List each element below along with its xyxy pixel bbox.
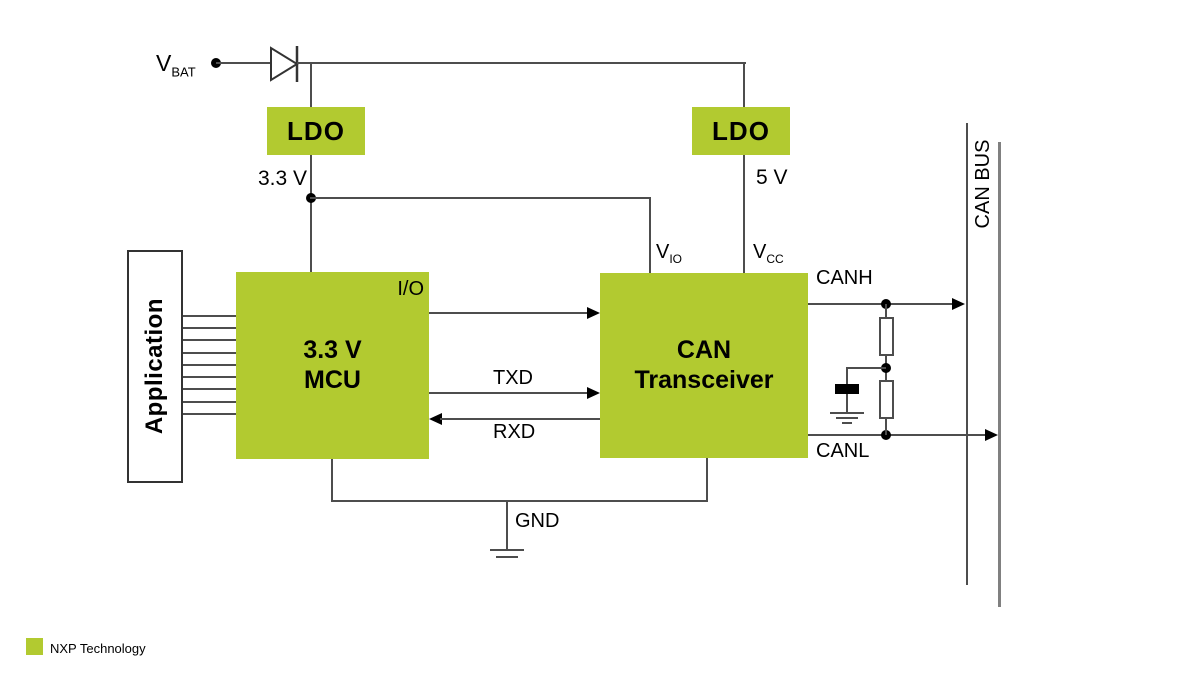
termination-resistor-2 xyxy=(879,380,894,419)
legend-label: NXP Technology xyxy=(50,641,146,656)
can-bus-line-high xyxy=(966,123,968,585)
vbat-label-main: V xyxy=(156,50,172,76)
wire-txd xyxy=(429,392,589,394)
wire-cap-to-gnd xyxy=(846,394,848,412)
wire-mcu-gnd xyxy=(331,459,333,502)
wire-gnd-drop xyxy=(506,501,508,550)
wire-gnd-bus xyxy=(331,500,708,502)
app-mcu-line xyxy=(183,339,236,341)
wire-branch-ldo1 xyxy=(310,63,312,107)
wire-io xyxy=(429,312,589,314)
app-mcu-line xyxy=(183,315,236,317)
rxd-label: RXD xyxy=(493,421,536,443)
app-mcu-line xyxy=(183,376,236,378)
vcc-label: VCC xyxy=(753,241,784,266)
split-node-dot xyxy=(881,363,891,373)
vbat-label: VBAT xyxy=(156,50,196,80)
canl-node-dot xyxy=(881,430,891,440)
gnd-label: GND xyxy=(515,510,560,532)
application-block: Application xyxy=(127,250,183,483)
app-mcu-line xyxy=(183,327,236,329)
ground-icon xyxy=(490,549,524,551)
wire-ldo2-to-transceiver xyxy=(743,155,745,273)
diode-icon xyxy=(270,46,299,82)
wire-rxd xyxy=(440,418,600,420)
ldo2-label: LDO xyxy=(712,115,770,146)
rail-33-label: 3.3 V xyxy=(258,167,308,190)
wire-canl xyxy=(808,434,987,436)
legend-swatch xyxy=(26,638,43,655)
ldo1-block: LDO xyxy=(267,107,365,155)
wire-rail-33 xyxy=(310,197,651,199)
app-mcu-line xyxy=(183,352,236,354)
vbat-label-sub: BAT xyxy=(171,64,196,80)
app-mcu-line xyxy=(183,413,236,415)
wire-res1-top xyxy=(885,304,887,317)
vio-label-sub: IO xyxy=(669,252,683,266)
can-transceiver-block: CAN Transceiver xyxy=(600,273,808,458)
wire-vio-drop xyxy=(649,197,651,273)
can-bus-label: CAN BUS xyxy=(972,139,994,229)
canl-arrowhead xyxy=(985,429,998,441)
app-mcu-line xyxy=(183,364,236,366)
canh-label: CANH xyxy=(816,267,873,289)
ldo2-block: LDO xyxy=(692,107,790,155)
transceiver-label-line1: CAN xyxy=(676,336,732,364)
ldo1-label: LDO xyxy=(287,115,345,146)
wire-vbat-to-diode xyxy=(216,62,271,64)
app-mcu-line xyxy=(183,388,236,390)
vio-label-main: V xyxy=(656,241,670,263)
application-label: Application xyxy=(141,298,168,435)
wire-transceiver-gnd xyxy=(706,458,708,501)
txd-label: TXD xyxy=(493,367,533,389)
ground-icon xyxy=(496,556,518,558)
wire-cap-branch-v xyxy=(846,367,848,384)
io-arrowhead xyxy=(587,307,600,319)
cap-ground-icon xyxy=(836,417,858,419)
wire-diode-to-ldo2 xyxy=(297,62,746,64)
canl-label: CANL xyxy=(816,440,870,462)
wire-ldo1-to-mcu xyxy=(310,155,312,272)
can-bus-line-low xyxy=(998,142,1001,607)
cap-ground-icon xyxy=(842,422,852,424)
app-mcu-line xyxy=(183,401,236,403)
split-capacitor xyxy=(835,384,859,394)
io-pin-label: I/O xyxy=(397,278,424,300)
mcu-label-line2: MCU xyxy=(304,365,361,394)
txd-arrowhead xyxy=(587,387,600,399)
mcu-block: 3.3 V MCU I/O xyxy=(236,272,429,459)
wire-branch-ldo2 xyxy=(743,63,745,107)
rail-5-label: 5 V xyxy=(756,166,788,189)
wire-cap-branch-h xyxy=(846,367,886,369)
termination-resistor-1 xyxy=(879,317,894,356)
mcu-label-line1: 3.3 V xyxy=(303,336,362,364)
rxd-arrowhead xyxy=(429,413,442,425)
wire-res2-bottom xyxy=(885,419,887,435)
vcc-label-main: V xyxy=(753,241,767,263)
vcc-label-sub: CC xyxy=(766,252,784,266)
vio-label: VIO xyxy=(656,241,682,266)
transceiver-label-line2: Transceiver xyxy=(634,365,774,394)
canh-arrowhead xyxy=(952,298,965,310)
cap-ground-icon xyxy=(830,412,864,414)
